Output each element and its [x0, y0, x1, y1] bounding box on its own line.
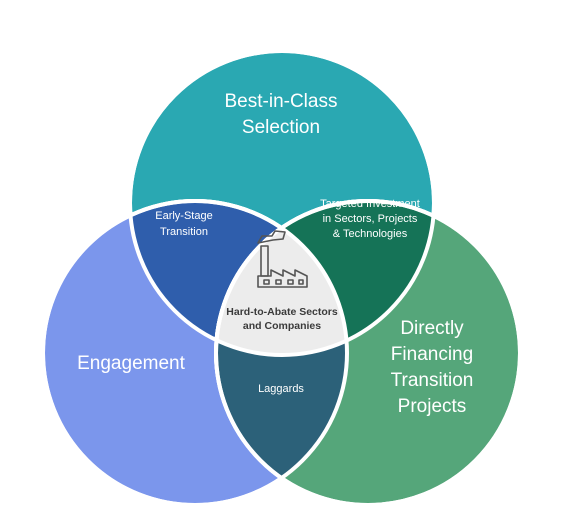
label-top-right-line-1: Targeted Investment — [320, 198, 420, 210]
label-right-line-1: Directly — [400, 318, 464, 339]
label-center-line-1: Hard-to-Abate Sectors — [226, 306, 338, 318]
label-right-line-2: Financing — [391, 344, 473, 365]
label-top: Best-in-Class Selection — [225, 91, 338, 138]
label-top-right-line-3: & Technologies — [333, 228, 408, 240]
label-center: Hard-to-Abate Sectors and Companies — [226, 306, 338, 332]
label-right-line-3: Transition — [391, 370, 474, 391]
label-left-right-line-1: Laggards — [258, 383, 304, 395]
label-top-left: Early-Stage Transition — [155, 210, 212, 238]
label-right: Directly Financing Transition Projects — [391, 318, 474, 417]
label-top-left-line-2: Transition — [160, 226, 208, 238]
circle-outlines — [41, 49, 522, 507]
label-top-right: Targeted Investment in Sectors, Projects… — [320, 198, 420, 240]
label-center-line-2: and Companies — [243, 320, 321, 332]
label-top-right-line-2: in Sectors, Projects — [323, 213, 418, 225]
factory-icon — [257, 230, 308, 288]
label-top-line-1: Best-in-Class — [225, 91, 338, 112]
label-left-right: Laggards — [258, 383, 304, 395]
label-right-line-4: Projects — [398, 396, 467, 417]
label-top-left-line-1: Early-Stage — [155, 210, 212, 222]
label-top-line-2: Selection — [242, 117, 320, 138]
label-left: Engagement — [77, 353, 185, 374]
label-left-line-1: Engagement — [77, 353, 185, 374]
